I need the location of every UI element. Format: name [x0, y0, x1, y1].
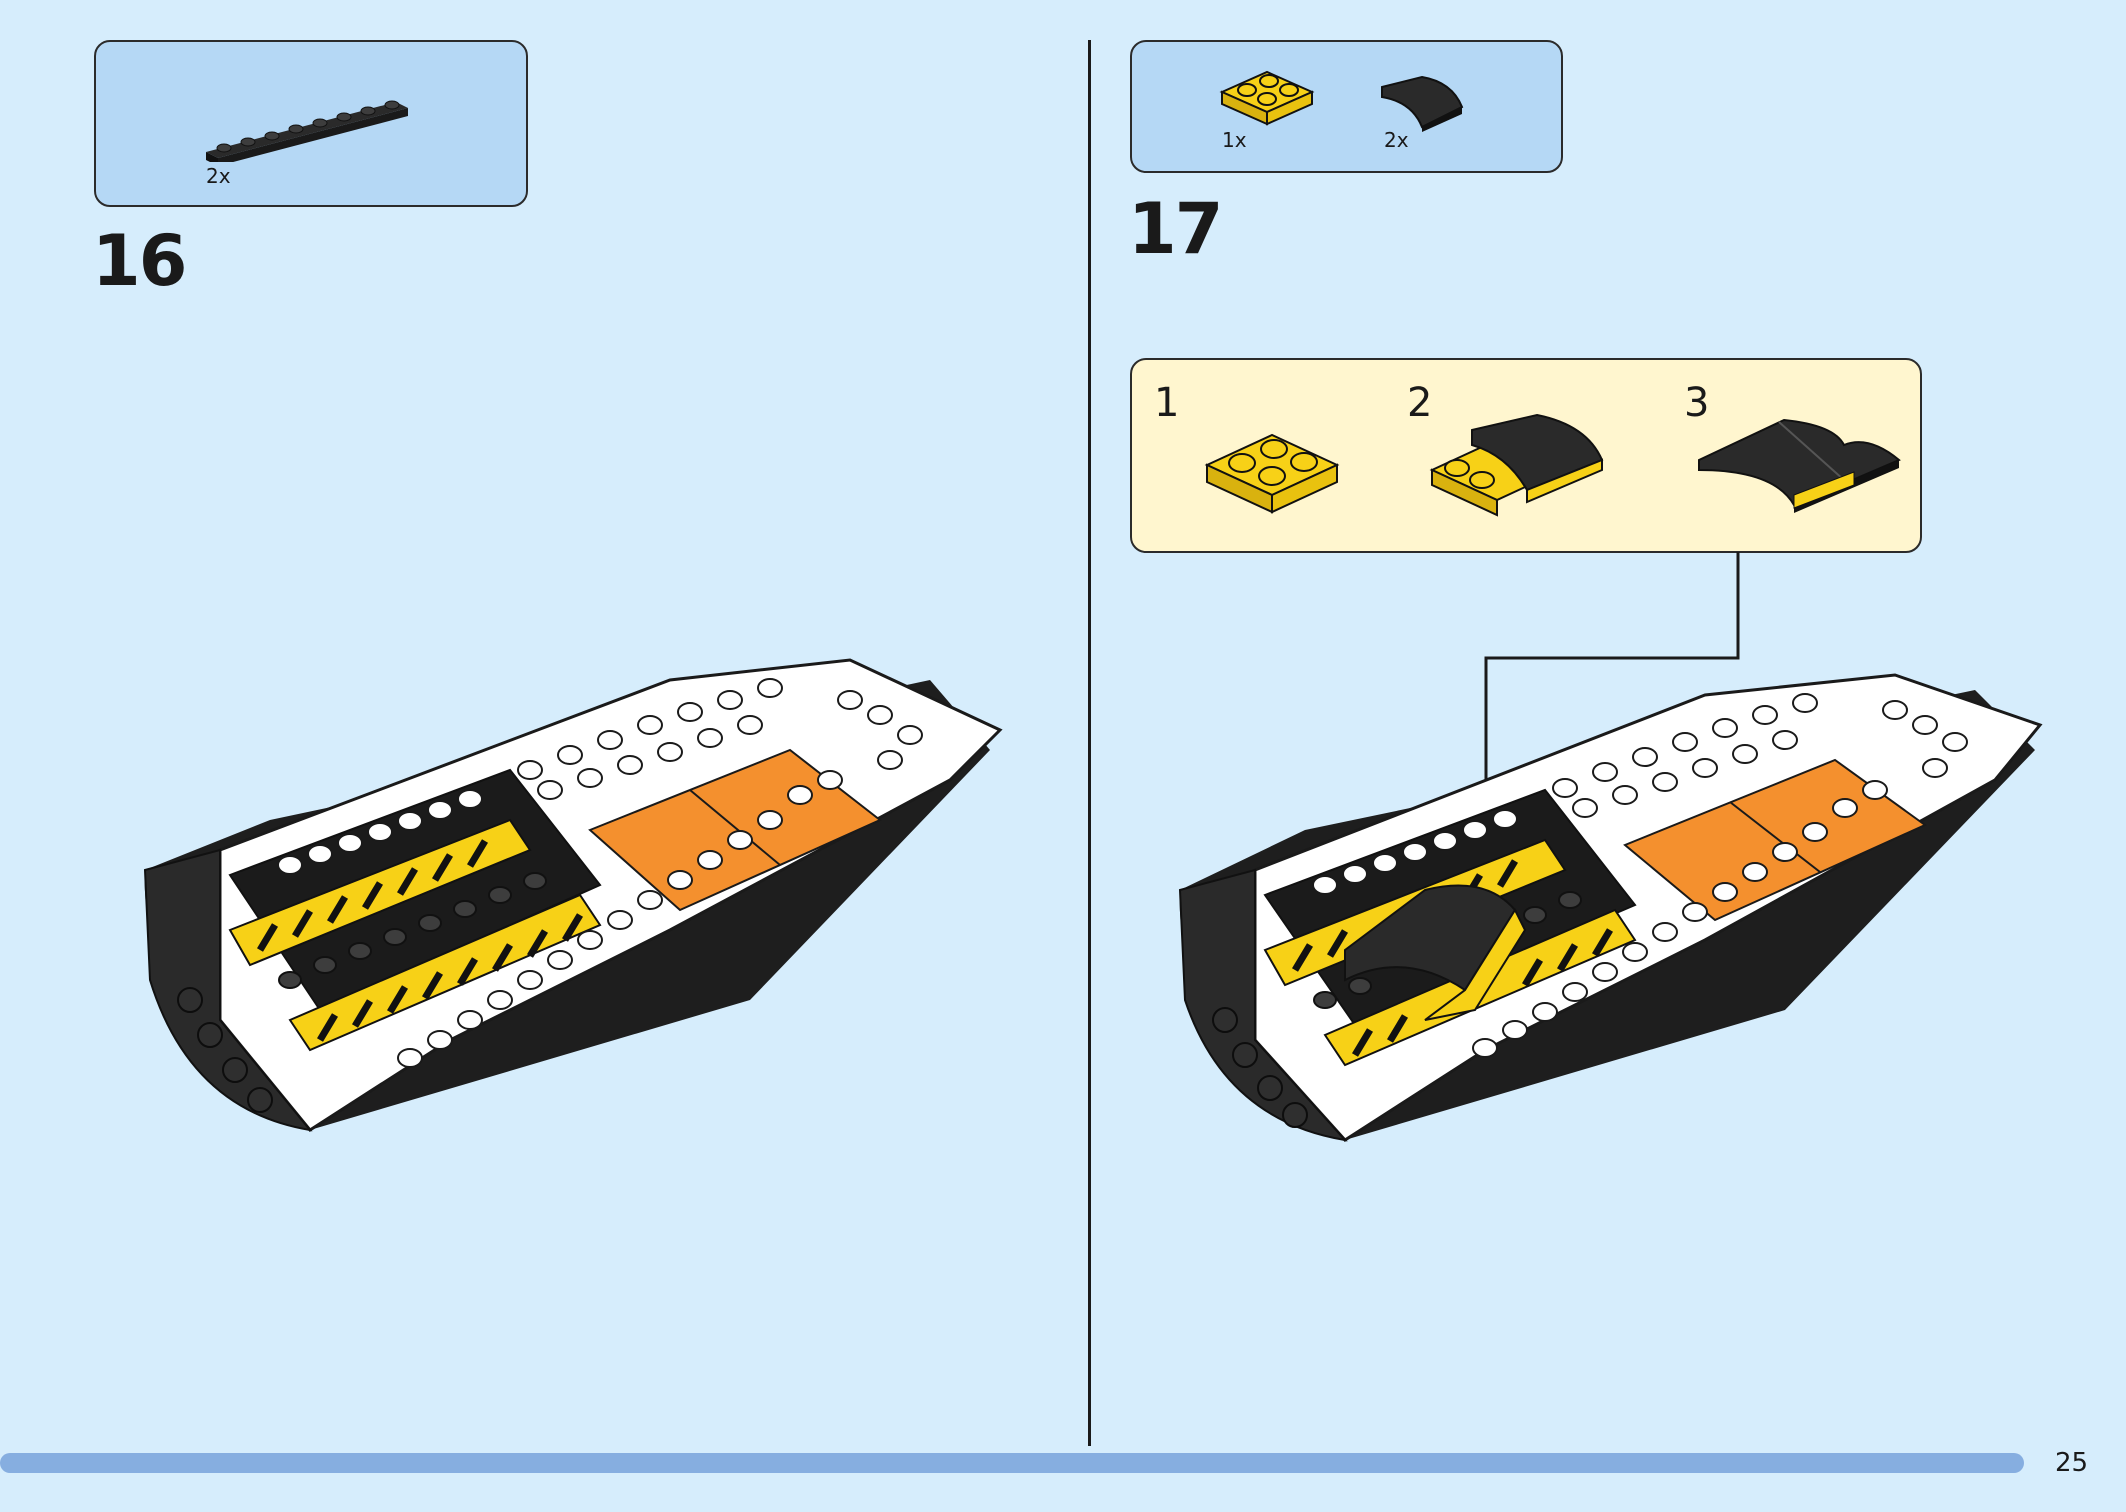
substep-3-illustration: [1698, 418, 1901, 513]
yellow-2x2-plate-icon: [1219, 70, 1315, 126]
page-divider: [1088, 40, 1091, 1446]
substep-box: 1 2 3: [1130, 358, 1922, 553]
substep-1-illustration: [1204, 433, 1340, 514]
substep-2-number: 2: [1407, 380, 1433, 426]
black-1x8-plate-icon: [206, 100, 408, 162]
hazard-plates: [228, 818, 602, 1052]
part-qty: 2x: [206, 164, 231, 188]
step-16-model-illustration: [143, 658, 1003, 1132]
step-17-parts-box: 1x 2x: [1130, 40, 1563, 173]
part-qty: 2x: [1384, 128, 1409, 152]
black-curved-slope-icon: [1381, 75, 1464, 132]
step-16-number: 16: [92, 220, 187, 302]
step-16-parts-box: 2x: [94, 40, 528, 207]
step-17-number: 17: [1128, 188, 1223, 270]
page-number: 25: [2055, 1448, 2089, 1478]
step-17-model-illustration: [1178, 673, 2043, 1142]
part-qty: 1x: [1222, 128, 1247, 152]
substep-3-number: 3: [1684, 380, 1710, 426]
substep-2-illustration: [1429, 413, 1604, 517]
substep-1-number: 1: [1154, 380, 1180, 426]
progress-bar: [0, 1453, 2024, 1473]
